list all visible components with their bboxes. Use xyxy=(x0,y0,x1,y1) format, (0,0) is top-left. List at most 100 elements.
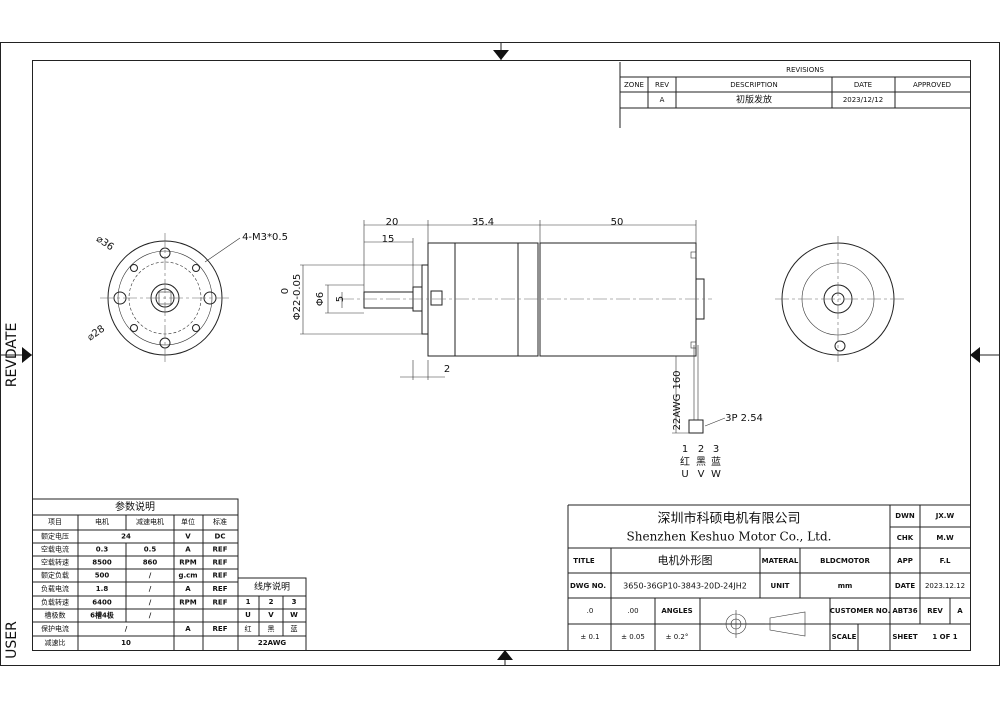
svg-text:电机: 电机 xyxy=(95,517,109,526)
svg-text:U: U xyxy=(245,611,251,619)
front-view xyxy=(100,233,241,363)
svg-text:mm: mm xyxy=(838,582,853,590)
boss-dia-dim: Φ22-0.05 xyxy=(292,274,303,320)
shaft-flat-length-dim: 15 xyxy=(382,234,395,245)
param-cell: REF xyxy=(213,599,228,607)
svg-text:2023/12/12: 2023/12/12 xyxy=(843,96,883,104)
param-cell: A xyxy=(185,546,191,554)
svg-text:2023.12.12: 2023.12.12 xyxy=(925,582,965,590)
projection-symbol-icon xyxy=(722,610,810,638)
svg-text:CUSTOMER NO.: CUSTOMER NO. xyxy=(830,607,890,615)
svg-text:U: U xyxy=(681,469,688,480)
param-cell: 6400 xyxy=(92,599,112,607)
svg-text:DESCRIPTION: DESCRIPTION xyxy=(730,81,777,89)
svg-text:减速电机: 减速电机 xyxy=(136,517,164,526)
svg-text:3: 3 xyxy=(713,444,719,455)
gearbox-length-dim: 35.4 xyxy=(472,217,494,228)
param-cell: / xyxy=(149,572,152,580)
param-cell: DC xyxy=(215,533,226,541)
svg-text:2: 2 xyxy=(698,444,704,455)
param-cell: 0.3 xyxy=(96,546,109,554)
param-cell: 1.8 xyxy=(96,585,109,593)
svg-text:深圳市科硕电机有限公司: 深圳市科硕电机有限公司 xyxy=(657,511,800,527)
svg-text:1 OF 1: 1 OF 1 xyxy=(932,633,957,641)
param-cell: 空载转速 xyxy=(41,558,69,567)
boss-tol-dim: 0 xyxy=(280,288,291,294)
param-cell: 额定负载 xyxy=(41,571,69,580)
revisions-table: REVISIONS ZONE REV DESCRIPTION DATE APPR… xyxy=(619,62,970,128)
title-block: 深圳市科硕电机有限公司 Shenzhen Keshuo Motor Co., L… xyxy=(567,504,970,650)
svg-text:CHK: CHK xyxy=(897,534,914,542)
shaft-flat-dim: 5 xyxy=(335,296,346,302)
svg-text:TITLE: TITLE xyxy=(573,557,595,565)
param-cell: 860 xyxy=(143,559,158,567)
param-cell: 500 xyxy=(95,572,110,580)
svg-text:2: 2 xyxy=(269,598,274,606)
param-cell: 6槽4极 xyxy=(90,611,115,620)
param-cell: REF xyxy=(213,572,228,580)
param-cell: / xyxy=(149,585,152,593)
svg-text:M.W: M.W xyxy=(936,534,954,542)
shaft-dia-dim: Φ6 xyxy=(315,292,326,306)
svg-text:初版发放: 初版发放 xyxy=(736,94,772,106)
param-cell: V xyxy=(185,533,191,541)
wire-gauge-dim: 22AWG xyxy=(672,394,683,431)
param-cell: RPM xyxy=(179,559,197,567)
svg-text:BLDCMOTOR: BLDCMOTOR xyxy=(820,557,870,565)
svg-text:F.L: F.L xyxy=(940,557,951,565)
svg-text:ANGLES: ANGLES xyxy=(661,607,692,615)
svg-text:APPROVED: APPROVED xyxy=(913,81,951,89)
svg-text:参数说明: 参数说明 xyxy=(115,500,155,513)
svg-text:3650-36GP10-3843-20D-24JH2: 3650-36GP10-3843-20D-24JH2 xyxy=(623,582,747,591)
param-cell: A xyxy=(185,625,191,633)
param-cell: RPM xyxy=(179,599,197,607)
svg-text:DATE: DATE xyxy=(895,582,915,590)
connector-label: 3P 2.54 xyxy=(725,413,763,424)
svg-text:REV: REV xyxy=(927,607,943,615)
svg-text:UNIT: UNIT xyxy=(771,582,790,590)
param-cell: 负载电流 xyxy=(41,584,69,593)
svg-text:MATERAL: MATERAL xyxy=(762,557,799,565)
svg-text:3: 3 xyxy=(292,598,297,606)
outer-dia-dim: ⌀36 xyxy=(94,234,116,254)
svg-text:红: 红 xyxy=(245,624,252,633)
svg-text:1: 1 xyxy=(246,598,251,606)
inner-dia-dim: ⌀28 xyxy=(85,324,107,344)
svg-text:± 0.1: ± 0.1 xyxy=(580,633,599,641)
param-cell: / xyxy=(149,599,152,607)
svg-text:1: 1 xyxy=(682,444,688,455)
svg-text:DATE: DATE xyxy=(854,81,872,89)
svg-text:黑: 黑 xyxy=(696,456,706,468)
param-cell: 减速比 xyxy=(45,638,66,647)
boss-length-dim: 2 xyxy=(444,364,450,375)
svg-text:ABT36: ABT36 xyxy=(892,607,917,615)
svg-text:.00: .00 xyxy=(627,607,638,615)
svg-text:DWN: DWN xyxy=(895,512,915,520)
svg-text:22AWG: 22AWG xyxy=(258,639,287,647)
svg-text:SCALE: SCALE xyxy=(832,633,857,641)
param-cell: 保护电流 xyxy=(41,624,69,633)
motor-length-dim: 50 xyxy=(611,217,624,228)
svg-text:SHEET: SHEET xyxy=(892,633,917,641)
svg-text:ZONE: ZONE xyxy=(624,81,644,89)
param-cell: 8500 xyxy=(92,559,112,567)
svg-text:单位: 单位 xyxy=(181,517,195,526)
svg-text:REVISIONS: REVISIONS xyxy=(786,66,824,74)
svg-text:Shenzhen Keshuo Motor Co., Ltd: Shenzhen Keshuo Motor Co., Ltd. xyxy=(627,530,832,544)
svg-text:APP: APP xyxy=(897,557,913,565)
param-cell: A xyxy=(185,585,191,593)
revdate-label: REVDATE xyxy=(4,323,20,388)
svg-text:W: W xyxy=(290,611,298,619)
svg-text:标准: 标准 xyxy=(213,517,227,526)
param-cell: 空载电流 xyxy=(41,545,69,554)
svg-text:REV: REV xyxy=(655,81,669,89)
param-cell: REF xyxy=(213,559,228,567)
svg-text:± 0.05: ± 0.05 xyxy=(621,633,645,641)
wire-length-dim: 160 xyxy=(672,370,683,389)
param-cell: REF xyxy=(213,625,228,633)
param-cell: / xyxy=(125,625,128,633)
